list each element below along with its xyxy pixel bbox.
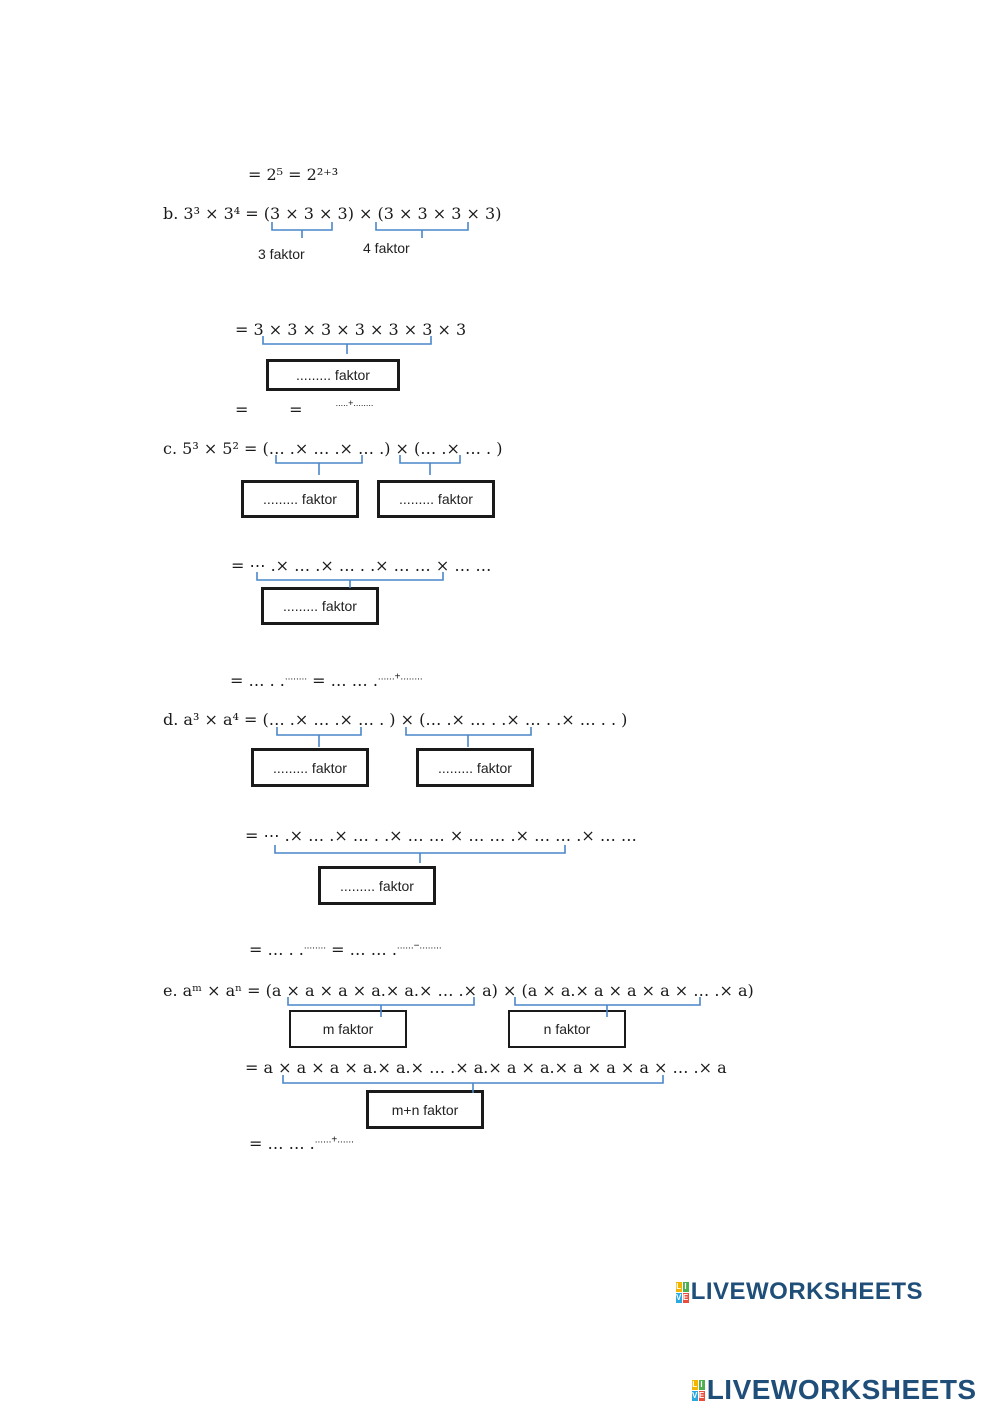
- section-c-result-exp-1[interactable]: ........: [284, 671, 308, 683]
- brace-b-1: [271, 222, 333, 238]
- section-e-result-exponent[interactable]: ......+......: [314, 1134, 354, 1146]
- section-e-m-plus-n-faktor-box: m+n faktor: [366, 1090, 484, 1129]
- section-c-faktor-box-2[interactable]: ......... faktor: [377, 480, 495, 518]
- brace-b-2: [375, 222, 469, 238]
- section-c-faktor-box-1[interactable]: ......... faktor: [241, 480, 359, 518]
- liveworksheets-logo-1: L I V E LIVEWORKSHEETS: [676, 1278, 924, 1305]
- section-b-expanded: = 3 × 3 × 3 × 3 × 3 × 3 × 3: [235, 320, 467, 339]
- section-c-faktor-box-3[interactable]: ......... faktor: [261, 587, 379, 625]
- section-b-result-eq: = =: [235, 400, 303, 419]
- section-b-result: = = .....+........: [235, 398, 373, 419]
- section-e-equation: e. aᵐ × aⁿ = (a × a × a × a.× a.× … .× a…: [163, 981, 754, 1000]
- section-b-label-3-faktor: 3 faktor: [258, 246, 305, 262]
- liveworksheets-logo-icon: L I V E: [676, 1281, 689, 1303]
- section-d-faktor-box-2[interactable]: ......... faktor: [416, 748, 534, 787]
- brace-b-3: [262, 336, 432, 354]
- section-b-equation: b. 3³ × 3⁴ = (3 × 3 × 3) × (3 × 3 × 3 × …: [163, 204, 502, 223]
- brace-c-1: [275, 455, 363, 475]
- section-e-result: = … … .......+......: [249, 1134, 354, 1153]
- section-d-result-exp-1[interactable]: ........: [303, 940, 327, 952]
- section-c-result-exp-2[interactable]: ......+........: [377, 671, 423, 683]
- brace-d-1: [276, 727, 362, 747]
- brace-c-3: [256, 572, 444, 588]
- section-c-result-base-1[interactable]: = … . .: [230, 671, 285, 690]
- section-b-faktor-box[interactable]: ......... faktor: [266, 359, 400, 391]
- brace-e-3: [282, 1075, 664, 1093]
- liveworksheets-logo-icon: L I V E: [692, 1379, 705, 1401]
- section-d-faktor-box-1[interactable]: ......... faktor: [251, 748, 369, 787]
- section-b-label-4-faktor: 4 faktor: [363, 240, 410, 256]
- section-e-n-faktor-box: n faktor: [508, 1010, 626, 1048]
- section-d-result: = … . ......... = … … .......−........: [249, 940, 442, 959]
- section-e-m-faktor-box: m faktor: [289, 1010, 407, 1048]
- brace-d-3: [274, 845, 566, 863]
- section-c-result-base-2[interactable]: = … … .: [312, 671, 378, 690]
- section-d-expanded: = ⋯ .× … .× … . .× … … × … … .× … … .× ……: [245, 826, 637, 845]
- section-d-faktor-box-3[interactable]: ......... faktor: [318, 866, 436, 905]
- section-a-equation: = 2⁵ = 2²⁺³: [248, 165, 339, 184]
- brace-e-1: [287, 997, 475, 1017]
- brace-c-2: [399, 455, 461, 475]
- section-c-equation: c. 5³ × 5² = (… .× … .× … .) × (… .× … .…: [163, 439, 503, 458]
- section-e-result-base[interactable]: = … … .: [249, 1134, 315, 1153]
- brace-d-2: [405, 727, 532, 747]
- section-d-result-exp-2[interactable]: ......−........: [396, 940, 442, 952]
- section-d-equation: d. a³ × a⁴ = (… .× … .× … . ) × (… .× … …: [163, 710, 628, 729]
- section-e-expanded: = a × a × a × a.× a.× … .× a.× a × a.× a…: [245, 1058, 727, 1077]
- section-c-expanded: = ⋯ .× … .× … . .× … … × … …: [231, 556, 492, 575]
- brace-e-2: [514, 997, 701, 1017]
- section-d-result-base-2[interactable]: = … … .: [331, 940, 397, 959]
- liveworksheets-logo-2: L I V E LIVEWORKSHEETS: [692, 1374, 977, 1405]
- section-b-result-exponent[interactable]: .....+........: [335, 398, 374, 408]
- section-c-result: = … . ......... = … … .......+........: [230, 671, 423, 690]
- section-d-result-base-1[interactable]: = … . .: [249, 940, 304, 959]
